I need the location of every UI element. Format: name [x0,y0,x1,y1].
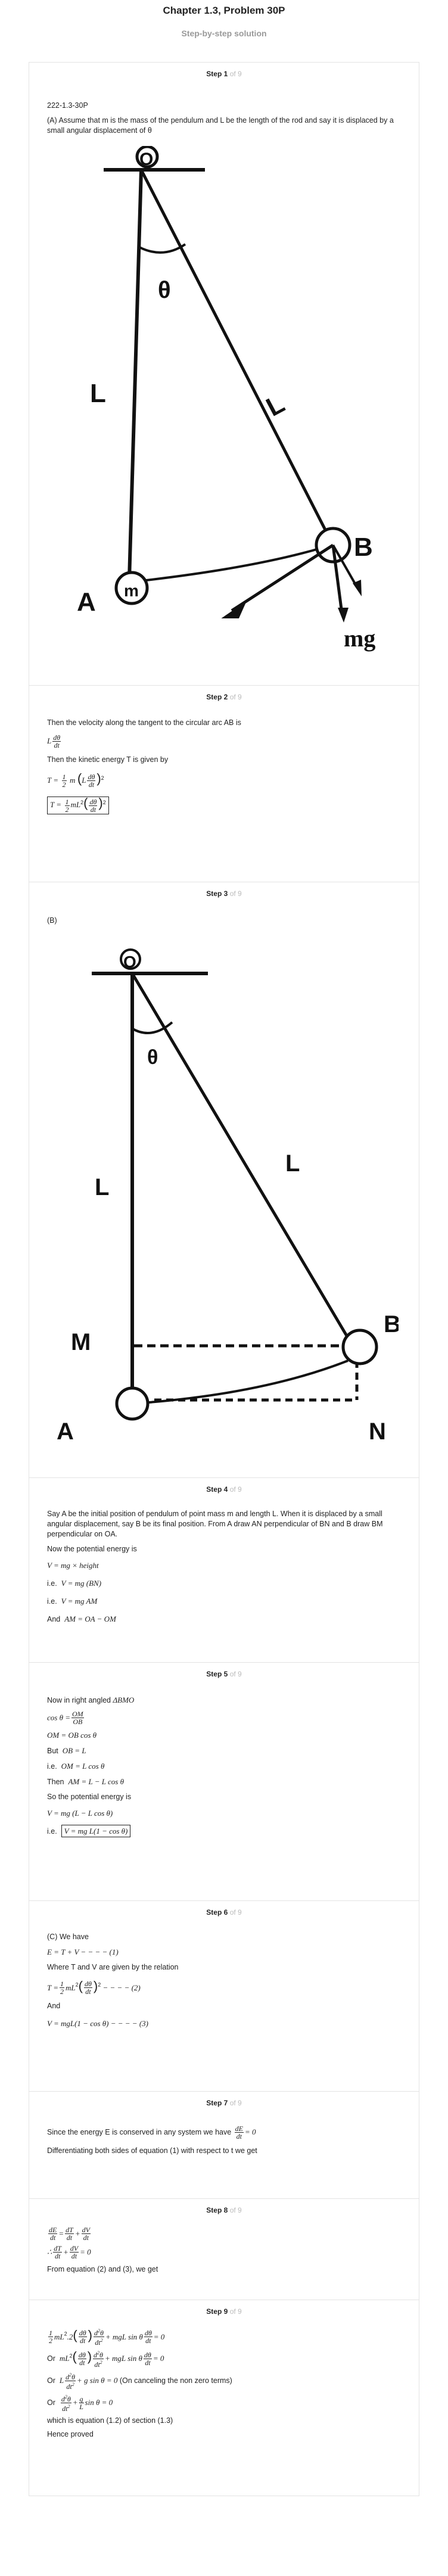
potential-boxed: i.e. V = mg L(1 − cos θ) [47,1825,401,1837]
label-m: M [71,1329,91,1355]
potential-eq: V = mgL(1 − cos θ) − − − − (3) [47,2019,148,2029]
label-mg: mg [344,625,375,652]
page-subtitle: Step-by-step solution [181,29,267,38]
potential-eq-3: i.e. V = mg AM [47,1597,98,1606]
label-theta: θ [158,277,171,303]
energy-eq: E = T + V − − − − (1) [47,1947,119,1956]
step-3: Step 3 of 9 (B) O L L M B A N θ [29,882,419,1477]
label-l-2: L [262,389,290,422]
label-o: O [139,150,153,169]
om-l-eq: i.e. OM = L cos θ [47,1762,105,1771]
step-text: Say A be the initial position of pendulu… [47,1510,383,1538]
step-2: Step 2 of 9 Then the velocity along the … [29,685,419,882]
step-text: Hence proved [47,2430,94,2439]
step-text: Then the velocity along the tangent to t… [47,718,241,727]
pendulum-diagram-a: O L L A m B mg θ [77,146,375,652]
solution-steps: Step 1 of 9 222-1.3-30P (A) Assume that … [29,62,419,2496]
label-n: N [369,1418,386,1445]
step-text: From equation (2) and (3), we get [47,2265,158,2273]
label-o: O [123,953,136,971]
step-text: which is equation (1.2) of section (1.3) [47,2416,173,2425]
step-heading: Step 8 of 9 [206,2206,242,2214]
potential-eq-1: V = mg × height [47,1561,99,1570]
step-text: So the potential energy is [47,1793,132,1801]
right-angle-text: Now in right angled ΔBMO [47,1695,135,1704]
label-a: A [57,1418,74,1445]
step-heading: Step 9 of 9 [206,2307,242,2316]
label-a: A [77,587,96,617]
potential-eq-2: i.e. V = mg (BN) [47,1579,102,1588]
step-heading: Step 1 of 9 [206,70,242,78]
step-text: (B) [47,916,57,925]
step-1: Step 1 of 9 222-1.3-30P (A) Assume that … [29,62,419,685]
page-title: Chapter 1.3, Problem 30P [163,5,285,16]
step-text: Now the potential energy is [47,1545,137,1553]
label-l-2: L [285,1150,300,1177]
step-text: 222-1.3-30P [47,101,88,110]
label-theta: θ [147,1046,158,1069]
potential-eq-4: And AM = OA − OM [47,1614,116,1623]
step-text: (A) Assume that m is the mass of the pen… [47,116,394,135]
step-heading: Step 2 of 9 [206,693,242,701]
ob-eq: But OB = L [47,1746,86,1755]
step-text: And [47,2002,61,2011]
step-text: Differentiating both sides of equation (… [47,2146,257,2155]
step-5: Step 5 of 9 Now in right angled ΔBMO cos… [29,1662,419,1900]
step-heading: Step 3 of 9 [206,889,242,898]
pendulum-diagram-b: O L L M B A N θ [57,948,399,1445]
label-l: L [90,379,106,408]
label-m: m [124,581,139,600]
step-text: (C) We have [47,1933,89,1941]
label-b: B [384,1311,399,1337]
step-4: Step 4 of 9 Say A be the initial positio… [29,1477,419,1662]
step-heading: Step 6 of 9 [206,1908,242,1917]
label-b: B [354,533,373,562]
om-eq: OM = OB cos θ [47,1731,97,1740]
step-heading: Step 5 of 9 [206,1670,242,1678]
label-l: L [95,1174,109,1200]
step-7: Step 7 of 9 Since the energy E is conser… [29,2091,419,2198]
step-text: Then the kinetic energy T is given by [47,755,169,764]
step-heading: Step 7 of 9 [206,2099,242,2107]
step-text: Where T and V are given by the relation [47,1963,179,1971]
page-header: Chapter 1.3, Problem 30P Step-by-step so… [0,0,448,39]
potential-eq: V = mg (L − L cos θ) [47,1809,113,1818]
am-eq: Then AM = L − L cos θ [47,1777,124,1786]
step-6: Step 6 of 9 (C) We have E = T + V − − − … [29,1900,419,2091]
conservation-text: Since the energy E is conserved in any s… [47,2124,256,2141]
step-heading: Step 4 of 9 [206,1485,242,1494]
